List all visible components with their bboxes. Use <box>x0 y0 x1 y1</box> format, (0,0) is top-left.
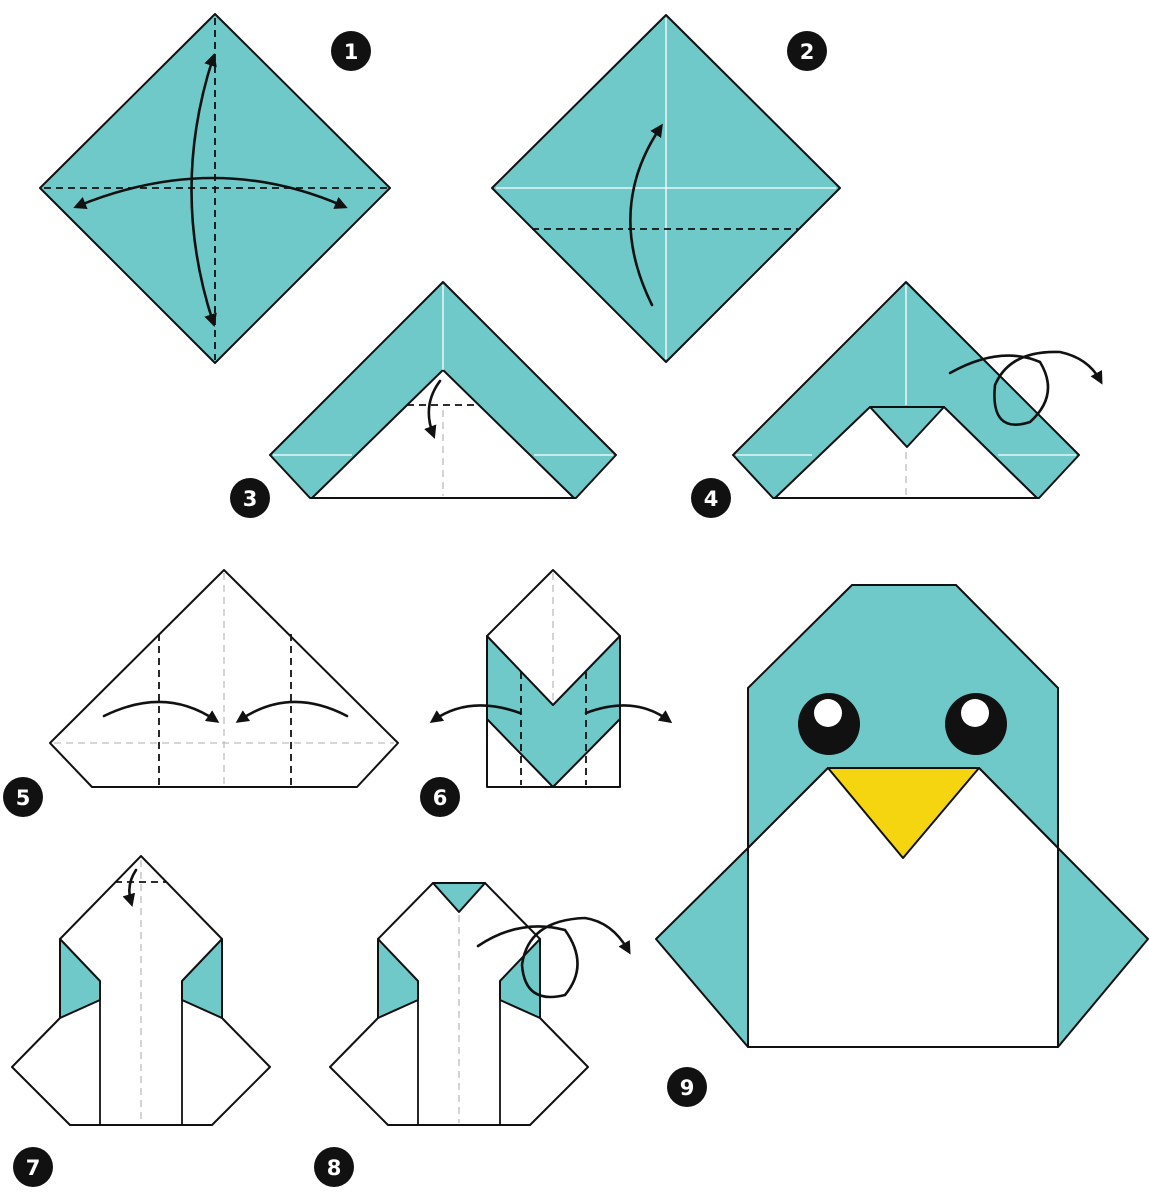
penguin-left-flipper <box>656 848 748 1047</box>
penguin-right-flipper <box>1058 848 1148 1047</box>
svg-text:2: 2 <box>800 40 815 64</box>
step-8: 8 <box>314 883 628 1187</box>
penguin-right-eye <box>945 693 1007 755</box>
step-badge: 2 <box>787 31 827 71</box>
step-badge: 7 <box>13 1147 53 1187</box>
svg-text:9: 9 <box>680 1076 695 1100</box>
step-2: 2 <box>492 15 840 362</box>
svg-text:7: 7 <box>26 1156 41 1180</box>
step-badge: 4 <box>691 478 731 518</box>
step-badge: 8 <box>314 1147 354 1187</box>
svg-text:4: 4 <box>704 487 719 511</box>
step-badge: 5 <box>3 777 43 817</box>
penguin-left-eye <box>798 693 860 755</box>
step-badge: 3 <box>230 478 270 518</box>
svg-text:5: 5 <box>16 786 31 810</box>
svg-text:3: 3 <box>243 487 258 511</box>
step-6: 6 <box>420 570 668 817</box>
step-5: 5 <box>3 570 398 817</box>
step-badge: 1 <box>331 31 371 71</box>
step-3: 3 <box>230 282 616 518</box>
step-badge: 6 <box>420 777 460 817</box>
step-1: 1 <box>40 14 390 363</box>
svg-text:6: 6 <box>433 786 448 810</box>
svg-text:8: 8 <box>327 1156 342 1180</box>
step-7: 7 <box>12 856 270 1187</box>
svg-text:1: 1 <box>344 40 359 64</box>
step-4: 4 <box>691 282 1100 518</box>
step-9-penguin: 9 <box>656 585 1148 1107</box>
step-badge: 9 <box>667 1067 707 1107</box>
